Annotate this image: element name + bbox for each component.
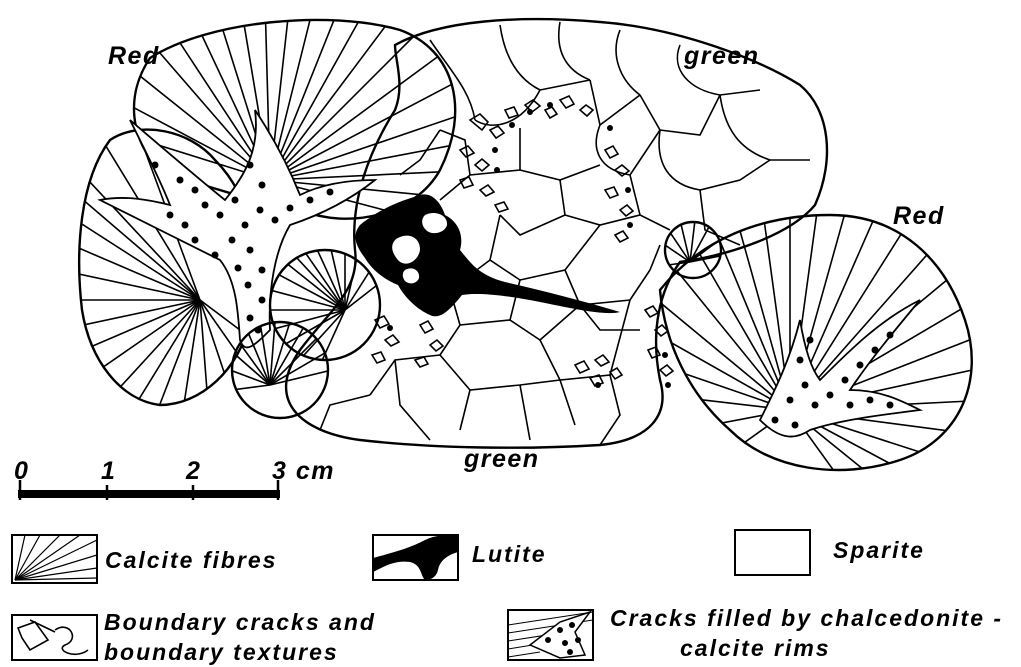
label-green-bottom: green	[463, 445, 540, 473]
scale-tick-3: 3 cm	[272, 457, 335, 485]
legend-label-lutite: Lutite	[472, 541, 547, 567]
legend-swatch-boundary-cracks	[12, 615, 97, 660]
legend-label-cracks-line2: calcite rims	[680, 635, 831, 661]
lutite-mass	[355, 194, 620, 316]
scale-bar: 0 1 2 3 cm	[14, 457, 335, 500]
scale-tick-1: 1	[101, 457, 116, 485]
label-green-top: green	[683, 42, 760, 70]
legend-label-boundary-line1: Boundary cracks and	[104, 609, 376, 635]
legend-label-cracks-line1: Cracks filled by chalcedonite -	[610, 605, 1003, 631]
scale-tick-0: 0	[14, 457, 29, 485]
legend-swatch-sparite	[735, 530, 810, 575]
scale-tick-2: 2	[185, 457, 201, 485]
legend: Calcite fibres Lutite Sparite Boundary c…	[12, 530, 1003, 665]
legend-swatch-lutite	[373, 535, 458, 580]
legend-label-sparite: Sparite	[833, 537, 925, 563]
calcite-fibre-fan-tiny-right	[665, 220, 725, 278]
label-red-right: Red	[893, 202, 945, 230]
legend-label-calcite-fibres: Calcite fibres	[105, 547, 277, 573]
legend-label-boundary-line2: boundary textures	[104, 639, 339, 665]
legend-swatch-calcite-fibres	[12, 535, 97, 583]
label-red-top-left: Red	[108, 42, 160, 70]
legend-swatch-chalcedonite-cracks	[508, 610, 593, 660]
